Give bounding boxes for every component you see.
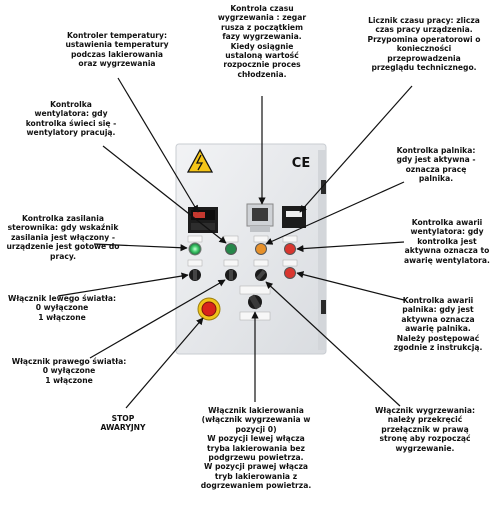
callout-temp-controller: Kontroler temperatury: ustawienia temper… (65, 31, 169, 69)
right-light-switch[interactable] (225, 269, 237, 281)
fan-lamp (225, 243, 237, 255)
left-light-switch[interactable] (189, 269, 201, 281)
callout-left-light-switch: Włącznik lewego światła: 0 wyłączone 1 w… (7, 294, 117, 322)
panel-hinge-strip (318, 150, 326, 350)
callout-hour-meter: Licznik czasu pracy: zlicza czas pracy u… (367, 16, 481, 73)
callout-power-lamp: Kontrolka zasilania sterownika: gdy wska… (6, 214, 120, 261)
callout-burner-lamp: Kontrolka palnika: gdy jest aktywna - oz… (396, 146, 476, 184)
bake-switch[interactable] (255, 269, 267, 281)
callout-fan-fault-lamp: Kontrolka awarii wentylatora: gdy kontro… (404, 218, 490, 265)
panel-latch (321, 180, 326, 194)
bake-timer[interactable] (246, 203, 274, 232)
fan-fault-lamp (284, 243, 296, 255)
burner-lamp (255, 243, 267, 255)
ce-mark: CE (292, 156, 310, 171)
callout-burner-fault-lamp: Kontrolka awarii palnika: gdy jest aktyw… (393, 296, 483, 353)
burner-fault-lamp (284, 267, 296, 279)
callout-timer: Kontrola czasu wygrzewania : zegar rusza… (217, 4, 307, 79)
hour-meter (282, 206, 306, 228)
temperature-controller[interactable] (188, 207, 218, 233)
callout-bake-switch: Włącznik wygrzewania: należy przekręcić … (375, 406, 475, 453)
emergency-stop-button[interactable] (197, 297, 221, 321)
callout-right-light-switch: Włącznik prawego światła: 0 wyłączone 1 … (11, 357, 127, 385)
panel-latch-bottom (321, 300, 326, 314)
callout-estop: STOP AWARYJNY (100, 414, 146, 433)
callout-fan-lamp: Kontrolka wentylatora: gdy kontrolka świ… (25, 100, 117, 138)
callout-paint-switch: Włącznik lakierowania (włącznik wygrzewa… (200, 406, 312, 491)
power-lamp (188, 242, 202, 256)
